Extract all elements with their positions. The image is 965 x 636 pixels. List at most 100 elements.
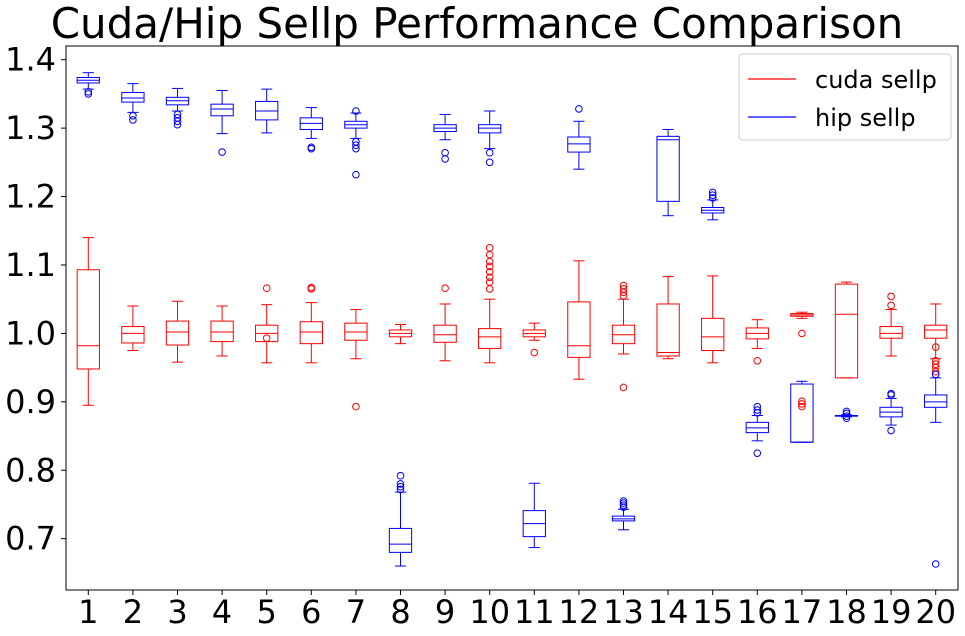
outlier-point — [931, 356, 940, 365]
outlier-point — [887, 426, 895, 435]
x-tick-label: 13 — [603, 593, 644, 631]
outlier-point — [931, 367, 940, 376]
outlier-point — [887, 389, 895, 398]
outlier-point — [887, 292, 895, 301]
outlier-point — [753, 406, 762, 414]
outlier-point — [129, 116, 137, 124]
y-axis: 0.70.80.91.01.11.21.31.4 — [5, 41, 66, 558]
cuda-sellp-box-14 — [656, 276, 680, 360]
outlier-point — [887, 301, 895, 310]
x-tick-label: 17 — [782, 593, 823, 631]
legend-label-hip-sellp: hip sellp — [815, 104, 916, 132]
outlier-point — [931, 370, 940, 379]
outlier-point — [708, 191, 717, 199]
outlier-point — [842, 409, 851, 418]
outlier-point — [798, 397, 806, 405]
hip-sellp-box-3 — [165, 87, 190, 129]
outlier-point — [352, 107, 360, 115]
y-tick-label: 0.8 — [5, 451, 56, 489]
plot-frame — [65, 45, 959, 591]
cuda-sellp-box-8 — [388, 324, 413, 345]
x-tick-label: 19 — [871, 593, 912, 631]
outlier-point — [441, 284, 449, 293]
outlier-point — [352, 170, 360, 179]
hip-sellp-box-15 — [701, 188, 725, 221]
x-tick-label: 4 — [212, 593, 232, 631]
hip-sellp-box-11 — [522, 482, 546, 549]
box — [478, 328, 502, 349]
box — [656, 135, 680, 202]
cuda-sellp-box-11 — [522, 322, 546, 357]
hip-sellp-box-4 — [210, 89, 234, 156]
outlier-point — [931, 343, 940, 351]
x-tick-label: 9 — [435, 593, 455, 631]
hip-sellp-box-13 — [611, 497, 636, 531]
outlier-point — [619, 501, 628, 509]
x-tick-label: 2 — [123, 593, 143, 631]
box — [210, 320, 234, 343]
outlier-point — [619, 499, 628, 507]
box — [165, 320, 190, 346]
outlier-point — [619, 497, 628, 505]
y-tick-label: 0.9 — [5, 383, 56, 421]
legend-label-cuda-sellp: cuda sellp — [815, 66, 937, 94]
outlier-point — [798, 329, 806, 338]
box — [567, 136, 591, 153]
y-tick-label: 1.3 — [5, 109, 56, 147]
box — [76, 269, 100, 370]
box — [701, 317, 725, 352]
hip-sellp-box-16 — [745, 402, 769, 457]
outlier-point — [396, 471, 405, 480]
hip-sellp-box-6 — [299, 107, 323, 153]
outlier-point — [262, 334, 271, 342]
hip-sellp-box-2 — [121, 83, 145, 124]
outlier-point — [931, 360, 940, 368]
outlier-point — [485, 148, 494, 157]
outlier-point — [485, 158, 494, 167]
hip-sellp-box-8 — [388, 471, 413, 567]
y-tick-label: 1.1 — [5, 246, 56, 284]
box — [299, 321, 323, 345]
cuda-sellp-box-6 — [299, 283, 323, 364]
cuda-sellp-box-5 — [255, 284, 279, 364]
outlier-point — [753, 449, 762, 457]
x-tick-label: 3 — [167, 593, 187, 631]
cuda-sellp-box-20 — [924, 303, 948, 376]
cuda-sellp-box-1 — [76, 237, 100, 406]
outlier-point — [485, 278, 494, 286]
outlier-point — [173, 110, 182, 119]
box — [433, 324, 457, 343]
box — [121, 326, 145, 344]
y-tick-label: 0.7 — [5, 520, 56, 558]
outlier-point — [129, 111, 137, 120]
outlier-point — [753, 402, 762, 411]
box — [924, 394, 948, 408]
box — [790, 383, 814, 443]
hip-sellp-box-10 — [478, 110, 502, 167]
outlier-point — [485, 244, 494, 252]
outlier-point — [441, 155, 449, 163]
x-tick-label: 11 — [514, 593, 555, 631]
box — [121, 92, 145, 103]
box — [478, 124, 502, 134]
outlier-point — [485, 250, 494, 259]
plot-area — [76, 72, 948, 568]
hip-sellp-box-5 — [255, 88, 279, 134]
outlier-point — [708, 194, 717, 202]
outlier-point — [84, 90, 93, 98]
outlier-point — [485, 273, 494, 282]
outlier-point — [396, 480, 405, 488]
x-tick-label: 1 — [78, 593, 98, 631]
cuda-sellp-box-3 — [165, 300, 190, 363]
legend: cuda sellp hip sellp — [738, 53, 952, 141]
outlier-point — [396, 482, 405, 491]
hip-sellp-box-9 — [433, 113, 457, 163]
cuda-sellp-box-18 — [834, 281, 859, 379]
box — [924, 324, 948, 339]
outlier-point — [931, 560, 940, 568]
hip-sellp-box-19 — [879, 389, 903, 435]
chart-title: Cuda/Hip Sellp Performance Comparison — [51, 0, 904, 48]
hip-sellp-box-12 — [567, 105, 591, 170]
x-tick-label: 6 — [301, 593, 321, 631]
